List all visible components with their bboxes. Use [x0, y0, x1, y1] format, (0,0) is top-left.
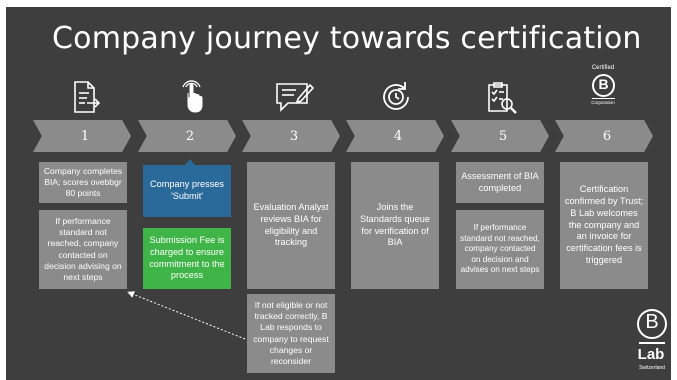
logo-divider: [639, 342, 665, 344]
tap-hand-icon: [174, 79, 210, 115]
logo-region-text: Switzerland: [639, 365, 665, 371]
step-chevron-2: 2: [138, 120, 236, 152]
step5-fail-box: If performance standard not reached, com…: [456, 210, 544, 289]
step2-fee-box: Submission Fee is charged to ensure comm…: [143, 228, 231, 289]
page-title: Company journey towards certification: [52, 21, 642, 56]
logo-lab-text: Lab: [637, 346, 665, 363]
step-chevron-1: 1: [33, 120, 131, 152]
certified-divider: [592, 98, 615, 99]
step5-assessment-box: Assessment of BIA completed: [456, 162, 544, 203]
slide: Company journey towards certification: [6, 7, 671, 380]
logo-b-letter: B: [645, 311, 659, 333]
speech-bubble-icon: [274, 79, 314, 115]
certified-b-letter: B: [598, 76, 609, 92]
step6-certified-box: Certification confirmed by Trust; B Lab …: [560, 162, 648, 289]
logo-circle: [637, 309, 667, 339]
certified-label: Certified: [591, 65, 615, 71]
certified-b-corp-icon: Certified B Corporation: [586, 65, 620, 113]
certified-circle: [592, 74, 615, 97]
corporation-label: Corporation: [591, 100, 615, 105]
step3-review-box: Evaluation Analyst reviews BIA for eligi…: [247, 162, 335, 289]
step-chevron-3: 3: [242, 120, 340, 152]
step1-score-box: Company completes BIA; scores ovebbgr 80…: [39, 162, 127, 203]
step3-not-eligible-box: If not eligible or not tracked correctly…: [247, 294, 335, 373]
refresh-clock-icon: [378, 79, 414, 115]
step-chevron-6: 6: [555, 120, 653, 152]
step1-fail-box: If performance standard not reached, com…: [39, 210, 127, 289]
clipboard-magnifier-icon: [482, 79, 518, 115]
step4-queue-box: Joins the Standards queue for verificati…: [351, 162, 439, 289]
b-lab-logo: B Lab Switzerland: [636, 309, 668, 377]
step2-submit-box: Company presses 'Submit': [143, 165, 231, 217]
document-arrow-icon: [67, 79, 103, 115]
step-chevron-5: 5: [451, 120, 549, 152]
step-chevron-4: 4: [346, 120, 444, 152]
step2-pointer: [185, 159, 195, 165]
